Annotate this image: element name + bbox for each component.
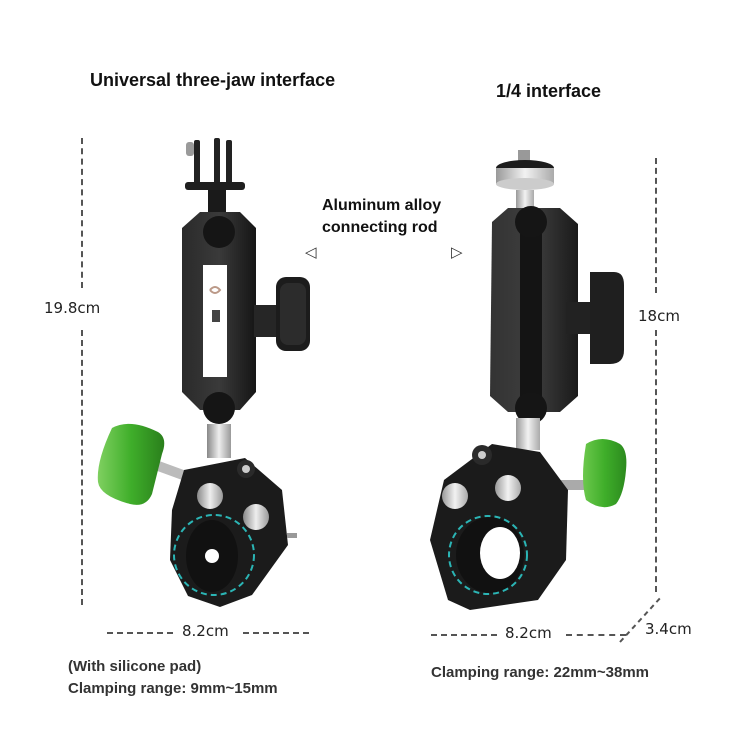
left-note-line2: Clamping range: 9mm~15mm	[68, 680, 278, 697]
callout-line1: Aluminum alloy	[322, 197, 442, 214]
gopro-mount	[185, 138, 245, 216]
right-note-line1: Clamping range: 22mm~38mm	[431, 664, 649, 681]
left-height-label: 19.8cm	[44, 299, 101, 317]
right-width-line-right	[566, 634, 626, 636]
left-height-line-top	[81, 138, 83, 288]
left-height-line-bottom	[81, 330, 83, 605]
right-product-title: 1/4 interface	[496, 81, 602, 101]
left-width-label: 8.2cm	[182, 622, 229, 640]
left-product-title: Universal three-jaw interface	[90, 70, 336, 90]
depth-label: 3.4cm	[645, 620, 692, 638]
clamp-range-circle-right	[448, 515, 528, 595]
left-arrow-icon: ◁	[305, 244, 317, 261]
right-height-line-bottom	[655, 330, 657, 592]
left-width-line-left	[107, 632, 173, 634]
right-width-line-left	[431, 634, 497, 636]
right-width-label: 8.2cm	[505, 624, 552, 642]
callout-line2: connecting rod	[322, 219, 438, 236]
right-height-label: 18cm	[638, 307, 680, 325]
clamp-range-circle-left	[173, 514, 255, 596]
right-height-line-top	[655, 158, 657, 293]
right-arrow-icon: ▷	[451, 244, 463, 261]
left-note-line1: (With silicone pad)	[68, 658, 202, 675]
left-width-line-right	[243, 632, 309, 634]
